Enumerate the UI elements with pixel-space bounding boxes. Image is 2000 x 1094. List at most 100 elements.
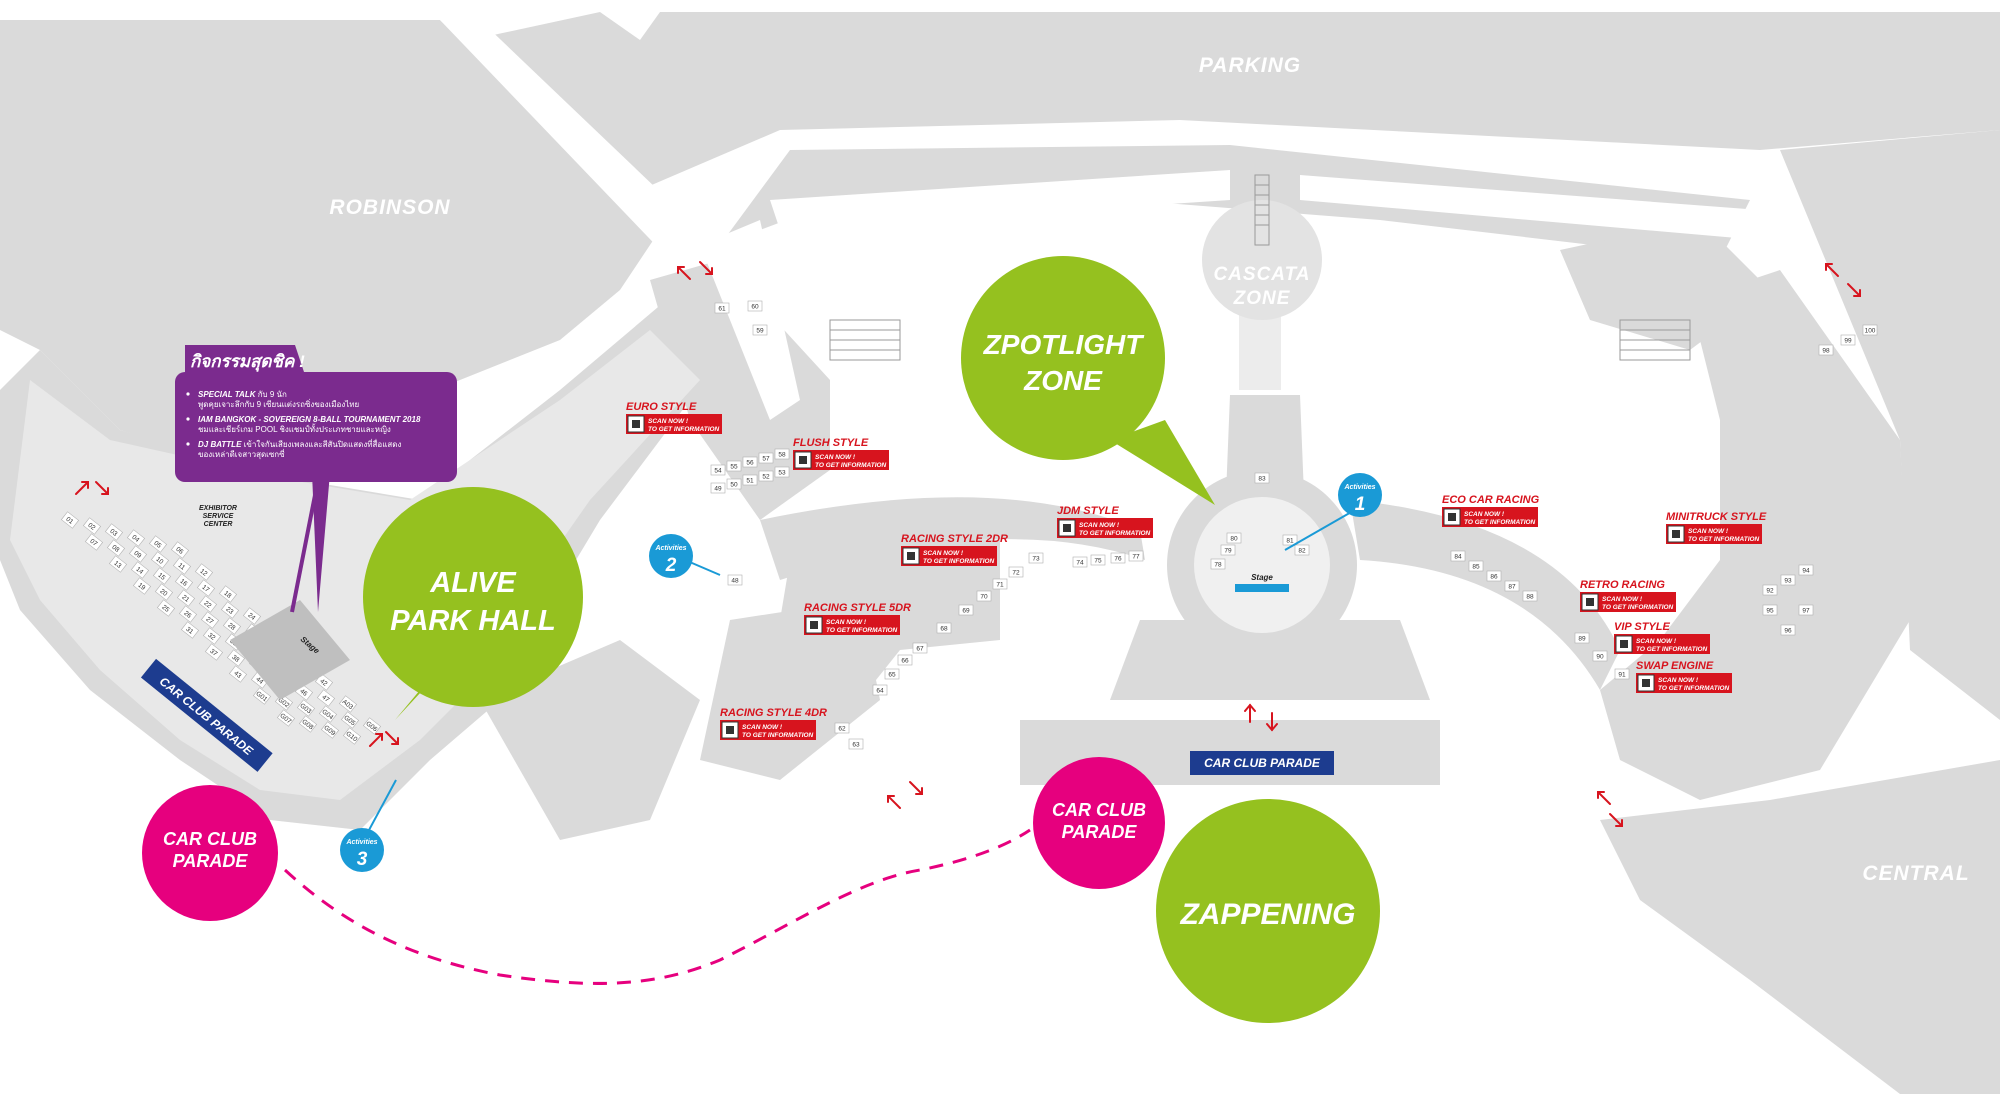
booth-25[interactable]: 25: [156, 599, 176, 617]
booth-03[interactable]: 03: [104, 523, 124, 541]
booth-55[interactable]: 55: [726, 460, 742, 472]
booth-57[interactable]: 57: [758, 452, 774, 464]
booth-08[interactable]: 08: [106, 539, 126, 557]
booth-52[interactable]: 52: [758, 470, 774, 482]
booth-07[interactable]: 07: [84, 533, 104, 551]
booth-98[interactable]: 98: [1818, 344, 1834, 356]
booth-49[interactable]: 49: [710, 482, 726, 494]
booth-59[interactable]: 59: [752, 324, 768, 336]
booth-80[interactable]: 80: [1226, 532, 1242, 544]
booth-68[interactable]: 68: [936, 622, 952, 634]
booth-78[interactable]: 78: [1210, 558, 1226, 570]
left-stage[interactable]: Stage: [230, 600, 350, 700]
booth-74[interactable]: 74: [1072, 556, 1088, 568]
booth-81[interactable]: 81: [1282, 534, 1298, 546]
booth-92[interactable]: 92: [1762, 584, 1778, 596]
booth-87[interactable]: 87: [1504, 580, 1520, 592]
booth-15[interactable]: 15: [152, 567, 172, 585]
booth-91[interactable]: 91: [1614, 668, 1630, 680]
booth-37[interactable]: 37: [204, 643, 224, 661]
booth-66[interactable]: 66: [897, 654, 913, 666]
booth-61[interactable]: 61: [714, 302, 730, 314]
booth-86[interactable]: 86: [1486, 570, 1502, 582]
alive-park-hall-bubble[interactable]: ALIVE PARK HALL: [363, 487, 583, 720]
booth-28[interactable]: 28: [222, 617, 242, 635]
booth-53[interactable]: 53: [774, 466, 790, 478]
booth-93[interactable]: 93: [1780, 574, 1796, 586]
booth-20[interactable]: 20: [154, 583, 174, 601]
booth-13[interactable]: 13: [108, 555, 128, 573]
center-stage[interactable]: Stage: [1235, 573, 1289, 592]
booth-72[interactable]: 72: [1008, 566, 1024, 578]
booth-100[interactable]: 100: [1862, 324, 1878, 336]
zappening-bubble[interactable]: ZAPPENING: [1156, 799, 1380, 1023]
booth-58[interactable]: 58: [774, 448, 790, 460]
booth-73[interactable]: 73: [1028, 552, 1044, 564]
booth-05[interactable]: 05: [148, 535, 168, 553]
booth-85[interactable]: 85: [1468, 560, 1484, 572]
booth-51[interactable]: 51: [742, 474, 758, 486]
booth-10[interactable]: 10: [150, 551, 170, 569]
booth-27[interactable]: 27: [200, 611, 220, 629]
booth-31[interactable]: 31: [180, 621, 200, 639]
booth-09[interactable]: 09: [128, 545, 148, 563]
booth-62[interactable]: 62: [834, 722, 850, 734]
booth-24[interactable]: 24: [242, 607, 262, 625]
booth-95[interactable]: 95: [1762, 604, 1778, 616]
booth-01[interactable]: 01: [60, 511, 80, 529]
booth-47[interactable]: 47: [316, 689, 336, 707]
booth-88[interactable]: 88: [1522, 590, 1538, 602]
booth-71[interactable]: 71: [992, 578, 1008, 590]
booth-11[interactable]: 11: [172, 557, 192, 575]
booth-02[interactable]: 02: [82, 517, 102, 535]
booth-83[interactable]: 83: [1254, 472, 1270, 484]
booth-76[interactable]: 76: [1110, 552, 1126, 564]
booth-26[interactable]: 26: [178, 605, 198, 623]
booth-94[interactable]: 94: [1798, 564, 1814, 576]
booth-38[interactable]: 38: [226, 649, 246, 667]
booth-60[interactable]: 60: [747, 300, 763, 312]
booth-18[interactable]: 18: [218, 585, 238, 603]
car-club-parade-bubble-center[interactable]: CAR CLUB PARADE: [1033, 757, 1165, 889]
booth-17[interactable]: 17: [196, 579, 216, 597]
booth-43[interactable]: 43: [228, 665, 248, 683]
activities-marker-3[interactable]: Activities 3: [340, 779, 397, 872]
booth-96[interactable]: 96: [1780, 624, 1796, 636]
car-club-parade-bubble-left[interactable]: CAR CLUB PARADE: [142, 785, 278, 921]
booth-99[interactable]: 99: [1840, 334, 1856, 346]
booth-23[interactable]: 23: [220, 601, 240, 619]
booth-54[interactable]: 54: [710, 464, 726, 476]
booth-84[interactable]: 84: [1450, 550, 1466, 562]
booth-19[interactable]: 19: [132, 577, 152, 595]
booth-75[interactable]: 75: [1090, 554, 1106, 566]
booth-64[interactable]: 64: [872, 684, 888, 696]
zpotlight-zone-bubble[interactable]: ZPOTLIGHT ZONE: [961, 256, 1215, 505]
booth-65[interactable]: 65: [884, 668, 900, 680]
booth-77[interactable]: 77: [1128, 550, 1144, 562]
booth-16[interactable]: 16: [174, 573, 194, 591]
booth-22[interactable]: 22: [198, 595, 218, 613]
booth-63[interactable]: 63: [848, 738, 864, 750]
booth-69[interactable]: 69: [958, 604, 974, 616]
booth-14[interactable]: 14: [130, 561, 150, 579]
booth-82[interactable]: 82: [1294, 544, 1310, 556]
activities-marker-2[interactable]: Activities 2: [649, 534, 721, 578]
booth-67[interactable]: 67: [912, 642, 928, 654]
booth-97[interactable]: 97: [1798, 604, 1814, 616]
parade-banner-center[interactable]: CAR CLUB PARADE: [1190, 751, 1334, 775]
booth-12[interactable]: 12: [194, 563, 214, 581]
booth-06[interactable]: 06: [170, 541, 190, 559]
booth-79[interactable]: 79: [1220, 544, 1236, 556]
booth-04[interactable]: 04: [126, 529, 146, 547]
